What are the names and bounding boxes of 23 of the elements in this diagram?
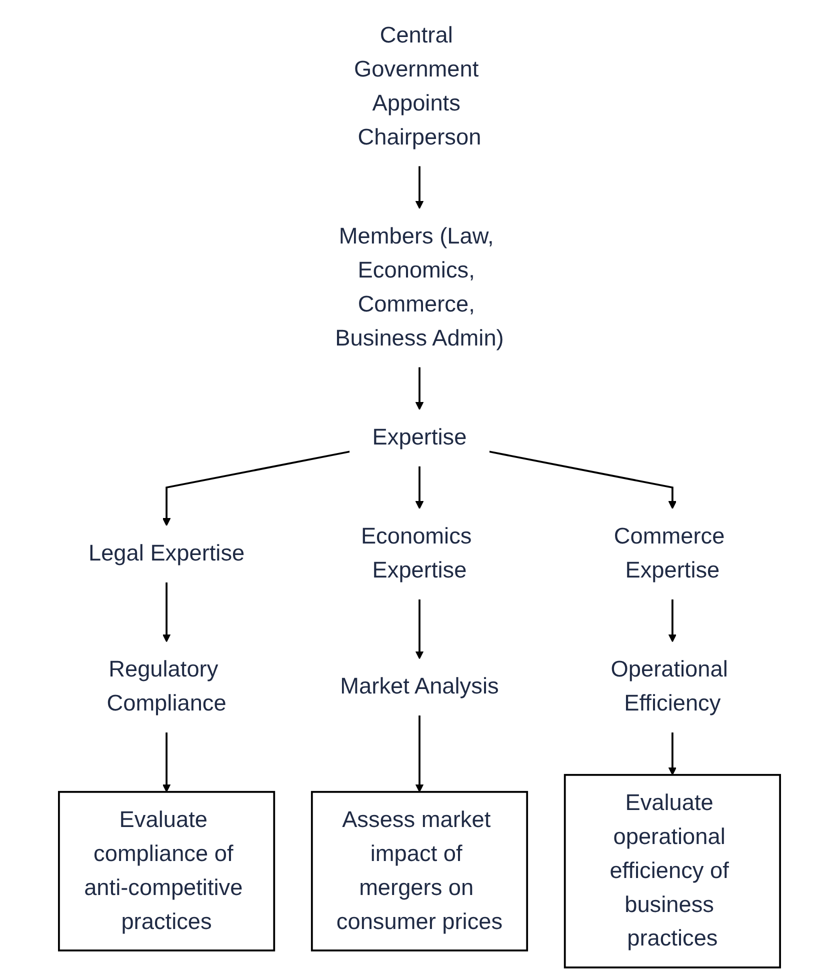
- node-text: Commerce Expertise: [614, 524, 725, 584]
- arrow: [668, 599, 677, 642]
- arrow: [162, 450, 350, 526]
- arrow: [668, 732, 677, 776]
- node-box: Evaluate compliance of anti-competitive practices: [58, 790, 276, 952]
- arrow: [162, 582, 171, 642]
- node-text: Regulatory Compliance: [106, 656, 226, 716]
- node-text: Market Analysis: [340, 674, 499, 700]
- arrow: [415, 715, 424, 792]
- node-box: Evaluate operational efficiency of business practices: [564, 774, 781, 968]
- node-box: Assess market impact of mergers on consumer prices: [310, 790, 528, 952]
- node-text: Economics Expertise: [360, 524, 472, 584]
- node-text: Legal Expertise: [88, 540, 245, 566]
- arrow: [415, 166, 424, 209]
- arrow: [162, 732, 171, 792]
- arrow: [415, 466, 424, 510]
- node-text: Members (Law, Economics, Commerce, Business Admin): [335, 224, 504, 352]
- node-text: Expertise: [372, 424, 467, 450]
- arrow: [489, 450, 677, 510]
- arrow: [415, 367, 424, 410]
- node-text: Operational Efficiency: [610, 656, 728, 716]
- arrow: [415, 599, 424, 660]
- node-text: Central Government Appoints Chairperson: [354, 22, 482, 150]
